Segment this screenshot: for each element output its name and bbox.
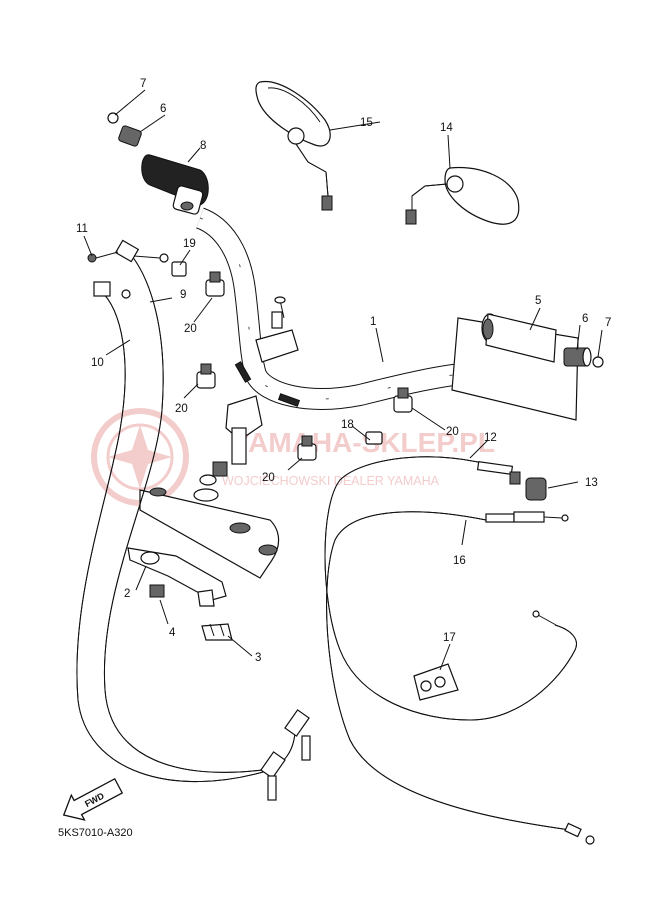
forward-direction-arrow: FWD: [62, 777, 124, 821]
callout-20-b: 20: [175, 403, 188, 415]
callout-15: 15: [360, 117, 373, 129]
callout-13: 13: [585, 477, 598, 489]
callout-17: 17: [443, 632, 456, 644]
fwd-arrow-icon: [62, 777, 124, 821]
handlebar: [195, 207, 540, 410]
callout-5: 5: [535, 295, 541, 307]
handlebar-holder: [212, 296, 299, 477]
clutch-cables: [324, 456, 595, 845]
cable-clamp-3: [201, 623, 233, 641]
callout-7-right: 7: [605, 317, 611, 329]
watermark-subtitle: WOJCIECHOWSKI DEALER YAMAHA: [222, 474, 440, 488]
callout-19: 19: [183, 238, 196, 250]
callout-9: 9: [180, 289, 186, 301]
callout-3: 3: [255, 652, 261, 664]
throttle-cables: [76, 239, 311, 801]
left-grip: [141, 154, 209, 215]
callout-18: 18: [341, 419, 354, 431]
callout-7-left: 7: [140, 78, 146, 90]
callout-20-a: 20: [184, 323, 197, 335]
mirror-right: [405, 166, 520, 225]
callout-6-right: 6: [582, 313, 588, 325]
watermark-brand: YAMAHA-SKLEP.PL: [232, 427, 495, 458]
right-grip: [451, 313, 579, 421]
callout-2: 2: [124, 588, 130, 600]
callout-16: 16: [453, 555, 466, 567]
cable-guide-17: [413, 663, 459, 701]
callout-8: 8: [200, 140, 206, 152]
right-bar-end: [563, 347, 604, 368]
cable-clamps: [171, 261, 413, 461]
callout-12: 12: [484, 432, 497, 444]
callout-labels: 1 2 3 4 5 6 6 7 7 8 9 10 11 12 13 14 15 …: [76, 78, 611, 664]
diagram-code: 5KS7010-A320: [58, 827, 133, 839]
callout-20-c: 20: [262, 472, 275, 484]
callout-6-left: 6: [160, 103, 166, 115]
mirror-left: [255, 80, 333, 211]
leader-lines: [83, 89, 603, 671]
lower-bracket: [127, 474, 280, 607]
callout-14: 14: [440, 122, 453, 134]
callout-4: 4: [169, 627, 176, 639]
callout-20-d: 20: [446, 426, 459, 438]
callout-1: 1: [370, 316, 376, 328]
callout-11: 11: [76, 223, 88, 235]
watermark-logo-icon: [91, 408, 189, 506]
left-bar-end: [107, 112, 142, 147]
callout-10: 10: [91, 357, 104, 369]
